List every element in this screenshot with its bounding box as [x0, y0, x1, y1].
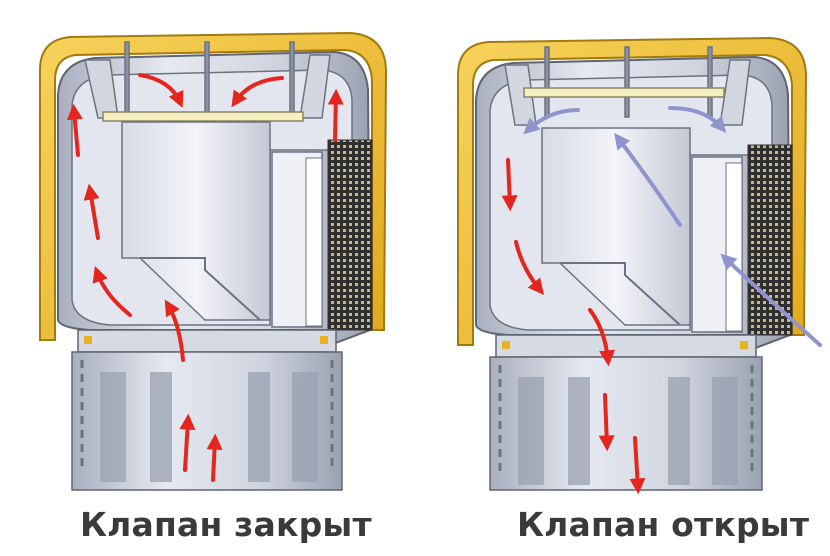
- collar-ring: [77, 329, 337, 353]
- lower-pipe: [71, 351, 343, 491]
- valve-membrane: [102, 111, 304, 122]
- caption-valve-closed: Клапан закрыт: [80, 505, 372, 544]
- mesh-grille: [327, 139, 373, 331]
- valve-diagram: [39, 31, 822, 495]
- caption-valve-open: Клапан открыт: [517, 505, 810, 544]
- valve-open: [457, 36, 822, 495]
- central-tube: [121, 121, 271, 321]
- collar-ring-open: [495, 334, 757, 358]
- flow-arrows-closed: [66, 73, 344, 482]
- air-arrows-open: [523, 106, 822, 347]
- flow-arrows-open: [501, 158, 646, 495]
- central-tube-open: [541, 127, 691, 326]
- top-fins-open: [504, 46, 751, 126]
- mesh-grille-open: [747, 144, 793, 336]
- valve-closed: [39, 31, 388, 491]
- valve-membrane-open: [523, 87, 725, 98]
- lower-pipe-open: [489, 356, 763, 491]
